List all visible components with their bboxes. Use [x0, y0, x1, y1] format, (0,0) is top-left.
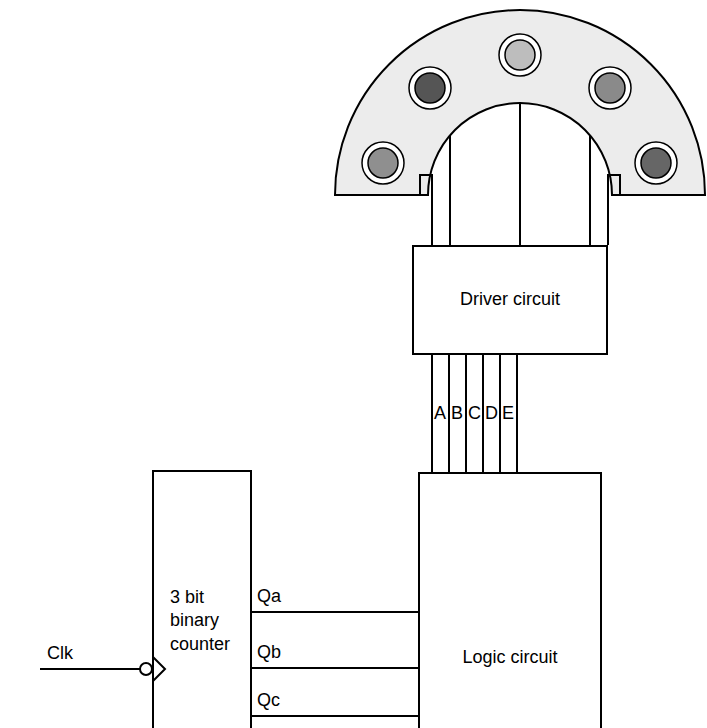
box-label: Driver circuit: [455, 288, 565, 311]
signal-name: B: [450, 403, 464, 425]
signal-name: C: [467, 403, 482, 425]
signal-name: Qa: [256, 586, 282, 608]
signal-name: Clk: [46, 643, 74, 665]
signal-name: Qc: [256, 690, 281, 712]
signal-name: E: [501, 403, 515, 425]
bus-wire: [516, 355, 518, 472]
box-label: 3 bit binary counter: [170, 586, 248, 656]
signal-name: A: [433, 403, 447, 425]
signal-wire: [252, 667, 418, 669]
counter-box: 3 bit binary counter: [152, 470, 252, 728]
signal-wire: [252, 611, 418, 613]
led-lamps: [362, 34, 677, 184]
logic-box: Logic circuit: [418, 472, 602, 728]
box-label: Logic circuit: [462, 646, 558, 669]
clock-triangle: [153, 657, 165, 681]
clock-wire: [40, 668, 140, 670]
signal-name: D: [484, 403, 499, 425]
inverting-bubble: [140, 663, 152, 675]
signal-name: Qb: [256, 642, 282, 664]
led-wires: [420, 103, 620, 245]
signal-wire: [252, 715, 418, 717]
driver-box: Driver circuit: [412, 245, 608, 355]
